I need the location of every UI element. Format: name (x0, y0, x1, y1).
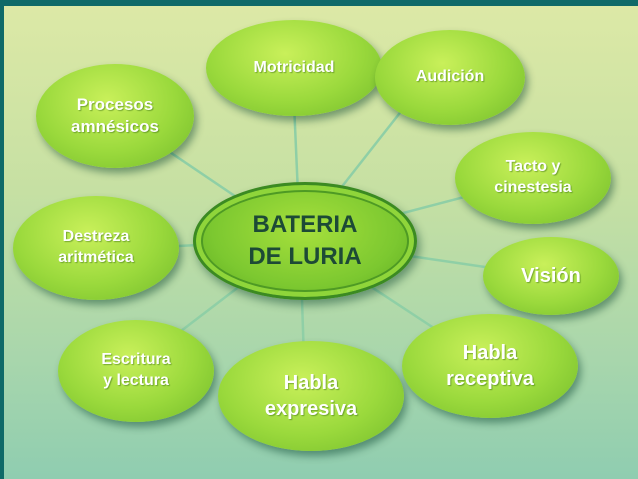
node-habla-receptiva: Habla receptiva (402, 314, 578, 418)
node-vision-label: Visión (521, 265, 581, 287)
node-motricidad: Motricidad (206, 20, 382, 116)
node-procesos-label: Procesos amnésicos (71, 94, 159, 136)
node-vision: Visión (483, 237, 619, 315)
node-destreza-label: Destreza aritmética (58, 228, 134, 266)
center-node-label: BATERIA DE LURIA (248, 210, 362, 270)
node-motricidad-label: Motricidad (253, 58, 335, 76)
node-habla-receptiva-label: Habla receptiva (446, 342, 534, 390)
node-escritura: Escritura y lectura (58, 320, 214, 422)
node-destreza: Destreza aritmética (13, 196, 179, 300)
node-tacto-label: Tacto y cinestesia (494, 158, 572, 196)
node-habla-expresiva: Habla expresiva (218, 341, 404, 451)
frame-top-bar (0, 0, 638, 6)
node-habla-expresiva-label: Habla expresiva (264, 372, 358, 420)
center-node-bateria-de-luria: BATERIA DE LURIA (193, 182, 417, 300)
frame-left-bar (0, 0, 4, 479)
node-audicion: Audición (375, 30, 525, 125)
node-audicion-label: Audición (415, 68, 485, 86)
node-tacto: Tacto y cinestesia (455, 132, 611, 224)
node-procesos: Procesos amnésicos (36, 64, 194, 168)
node-escritura-label: Escritura y lectura (101, 351, 171, 389)
